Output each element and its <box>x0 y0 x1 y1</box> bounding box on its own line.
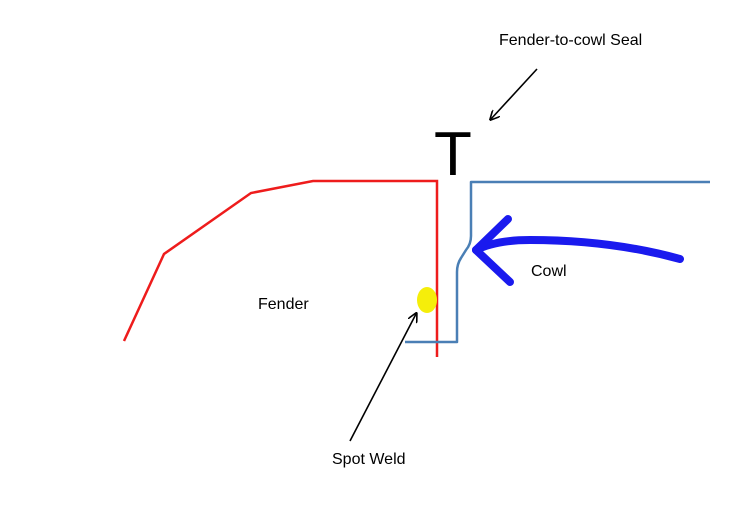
cowl-label: Cowl <box>531 263 567 280</box>
seal-label: Fender-to-cowl Seal <box>499 32 643 49</box>
fender-label: Fender <box>258 296 309 313</box>
seal-callout-arrow <box>491 68 538 119</box>
spot-weld-callout-arrow <box>349 314 416 442</box>
highlight-arrow-head-top <box>472 215 512 254</box>
highlight-arrow-shaft <box>472 235 684 263</box>
spot-weld-marker <box>417 287 437 313</box>
spot-weld-label: Spot Weld <box>332 451 406 468</box>
seal-symbol: T <box>434 120 472 189</box>
cowl-outline <box>405 180 710 344</box>
highlight-arrow-head-bottom <box>472 246 514 286</box>
fender-outline <box>122 179 439 357</box>
